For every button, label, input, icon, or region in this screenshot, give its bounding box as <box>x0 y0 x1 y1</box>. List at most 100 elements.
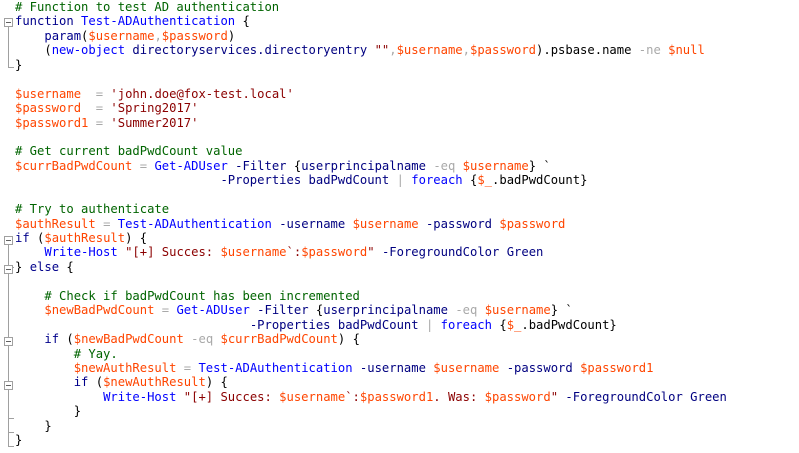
code-token-plain: { <box>462 173 478 188</box>
code-token-plain <box>301 173 308 187</box>
code-line[interactable]: # Yay. <box>15 347 799 361</box>
fold-toggle-icon[interactable] <box>4 18 13 27</box>
code-line[interactable]: $newAuthResult = Test-ADAuthentication -… <box>15 361 799 375</box>
code-token-parameter: -username <box>279 216 346 231</box>
code-token-parameter: badPwdCount <box>308 173 390 188</box>
code-line[interactable]: } <box>15 433 799 447</box>
code-line[interactable]: # Function to test AD authentication <box>15 0 799 14</box>
code-token-string: "[+] Succes: <box>183 389 280 404</box>
code-line[interactable]: if ($authResult) { <box>15 231 799 245</box>
fold-toggle-icon[interactable] <box>4 337 13 346</box>
code-token-plain <box>331 318 338 332</box>
code-line[interactable]: (new-object directoryservices.directorye… <box>15 43 799 57</box>
code-line[interactable]: ​ <box>15 188 799 202</box>
code-line[interactable]: Write-Host "[+] Succes: $username`:$pass… <box>15 390 799 404</box>
code-line[interactable]: -Properties badPwdCount | foreach {$_.ba… <box>15 173 799 187</box>
code-token-variable: $username <box>15 86 82 101</box>
code-token-plain <box>81 101 96 115</box>
code-line[interactable]: } <box>15 58 799 72</box>
code-token-plain: ) { <box>125 231 148 245</box>
code-line[interactable]: # Get current badPwdCount value <box>15 144 799 158</box>
code-line[interactable]: function Test-ADAuthentication { <box>15 14 799 28</box>
code-token-comment: # Check if badPwdCount has been incremen… <box>44 288 360 303</box>
code-token-plain: { <box>59 259 74 274</box>
code-token-plain: ).psbase.name <box>536 43 639 58</box>
code-token-plain <box>110 217 117 231</box>
code-token-comment: # Try to authenticate <box>15 202 170 217</box>
code-token-parameter: -Filter <box>257 303 309 318</box>
code-token-operator: = <box>95 101 104 116</box>
code-token-operator: | <box>425 317 434 332</box>
code-token-operator: | <box>396 173 404 188</box>
fold-guide <box>8 245 9 267</box>
code-token-plain <box>15 361 74 375</box>
code-token-string: `: <box>345 389 360 404</box>
code-token-plain <box>81 87 96 101</box>
code-token-function: Test-ADAuthentication <box>81 14 236 29</box>
code-token-operator: = <box>95 86 104 101</box>
code-token-plain <box>15 390 103 404</box>
code-line[interactable]: if ($newBadPwdCount -eq $currBadPwdCount… <box>15 332 799 346</box>
code-line[interactable]: $authResult = Test-ADAuthentication -use… <box>15 217 799 231</box>
code-token-string: " <box>367 245 375 260</box>
code-token-plain: ) { <box>205 375 228 390</box>
code-token-plain <box>15 29 44 43</box>
code-token-variable: $authResult <box>44 231 126 245</box>
code-line[interactable]: $username = 'john.doe@fox-test.local' <box>15 87 799 101</box>
fold-guide <box>8 390 9 418</box>
code-token-plain <box>213 332 220 346</box>
code-token-parameter: badPwdCount <box>337 317 419 332</box>
code-line[interactable]: $newBadPwdCount = Get-ADUser -Filter {us… <box>15 303 799 317</box>
code-line[interactable]: -Properties badPwdCount | foreach {$_.ba… <box>15 318 799 332</box>
code-token-parameter: Green <box>690 389 727 404</box>
code-token-plain <box>499 245 506 259</box>
code-token-parameter: -password <box>506 360 573 375</box>
code-line[interactable]: if ($newAuthResult) { <box>15 375 799 389</box>
code-line[interactable]: } <box>15 419 799 433</box>
code-token-command: Get-ADUser <box>176 303 250 318</box>
code-token-operator: , <box>154 28 162 43</box>
code-line[interactable]: ​ <box>15 274 799 288</box>
code-token-keyword: if <box>73 375 89 390</box>
code-token-variable: $password1 <box>15 115 89 130</box>
code-line[interactable]: Write-Host "[+] Succes: $username`:$pass… <box>15 245 799 259</box>
code-token-plain <box>15 245 44 259</box>
code-line[interactable]: $password = 'Spring2017' <box>15 101 799 115</box>
code-token-string: 'john.doe@fox-test.local' <box>110 86 294 101</box>
code-token-plain <box>345 217 352 231</box>
code-token-variable: $username <box>462 158 529 173</box>
code-token-plain <box>419 318 426 332</box>
code-token-operator: -ne <box>638 43 661 58</box>
code-token-plain: ( <box>59 332 74 347</box>
code-token-plain: ) <box>227 28 236 43</box>
code-line[interactable]: # Check if badPwdCount has been incremen… <box>15 289 799 303</box>
code-token-variable: $authResult <box>15 216 96 231</box>
code-line[interactable]: param($username,$password) <box>15 29 799 43</box>
code-line[interactable]: } else { <box>15 260 799 274</box>
code-line[interactable]: } <box>15 404 799 418</box>
code-token-plain: } ` <box>550 303 573 318</box>
code-token-variable: $currBadPwdCount <box>15 158 133 173</box>
fold-toggle-icon[interactable] <box>4 381 13 390</box>
code-line[interactable]: ​ <box>15 130 799 144</box>
code-token-string: `: <box>286 245 302 260</box>
code-token-variable: $_ <box>506 317 522 332</box>
code-token-plain: ( <box>29 231 45 245</box>
fold-toggle-icon[interactable] <box>4 265 13 274</box>
code-token-command: Test-ADAuthentication <box>117 216 272 231</box>
code-line[interactable]: $password1 = 'Summer2017' <box>15 116 799 130</box>
code-line[interactable]: ​ <box>15 72 799 86</box>
code-token-plain <box>477 303 484 317</box>
code-token-plain <box>96 217 103 231</box>
code-token-comment: # Get current badPwdCount value <box>15 144 243 159</box>
code-token-parameter: -ForegroundColor <box>565 389 683 404</box>
code-token-variable: $username <box>484 303 551 318</box>
code-token-parameter: -ForegroundColor <box>381 245 500 260</box>
fold-toggle-icon[interactable] <box>4 236 13 245</box>
code-line[interactable]: $currBadPwdCount = Get-ADUser -Filter {u… <box>15 159 799 173</box>
code-line[interactable]: # Try to authenticate <box>15 202 799 216</box>
code-token-variable: $currBadPwdCount <box>220 332 338 347</box>
code-token-plain <box>499 361 506 375</box>
